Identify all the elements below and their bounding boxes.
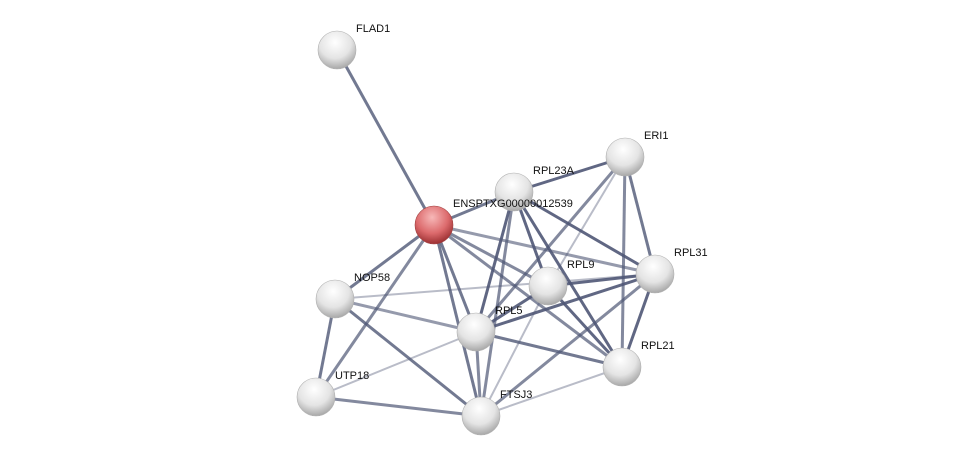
edge-ensptx-rpl21[interactable] bbox=[433, 223, 623, 369]
edge-ensptx-utp18[interactable] bbox=[314, 224, 436, 398]
node-flad1[interactable] bbox=[317, 30, 357, 70]
node-rpl9[interactable] bbox=[528, 266, 568, 306]
node-utp18[interactable] bbox=[296, 377, 336, 417]
node-rpl5[interactable] bbox=[456, 312, 496, 352]
node-label: NOP58 bbox=[354, 272, 390, 284]
edge-nop58-rpl5[interactable] bbox=[334, 297, 477, 334]
node-nop58[interactable] bbox=[315, 279, 355, 319]
edge-flad1-ensptx[interactable] bbox=[335, 49, 436, 226]
node-label: RPL21 bbox=[641, 340, 675, 352]
edge-rpl31-ftsj3[interactable] bbox=[480, 272, 656, 418]
edge-eri1-rpl21[interactable] bbox=[620, 156, 627, 368]
edge-ensptx-rpl9[interactable] bbox=[433, 223, 549, 288]
node-label: ENSPTXG00000012539 bbox=[453, 198, 573, 210]
node-rpl21[interactable] bbox=[602, 347, 642, 387]
edges-layer bbox=[314, 49, 657, 418]
edge-eri1-rpl9[interactable] bbox=[547, 156, 626, 287]
edge-rpl23a-ftsj3[interactable] bbox=[479, 191, 516, 417]
node-label: RPL31 bbox=[674, 247, 708, 259]
edge-rpl23a-rpl21[interactable] bbox=[512, 191, 624, 368]
node-label: UTP18 bbox=[335, 370, 369, 382]
edge-rpl9-ftsj3[interactable] bbox=[480, 285, 549, 417]
edge-rpl21-ftsj3[interactable] bbox=[480, 366, 623, 417]
edge-rpl23a-rpl31[interactable] bbox=[513, 190, 656, 276]
node-label: FTSJ3 bbox=[500, 389, 532, 401]
node-label: FLAD1 bbox=[356, 23, 390, 35]
edge-nop58-ftsj3[interactable] bbox=[334, 297, 482, 418]
node-ensptx[interactable] bbox=[414, 205, 454, 245]
edge-rpl31-nop58[interactable] bbox=[334, 273, 656, 300]
node-eri1[interactable] bbox=[605, 137, 645, 177]
edge-rpl23a-eri1[interactable] bbox=[513, 155, 626, 194]
node-rpl31[interactable] bbox=[635, 254, 675, 294]
node-rpl23a[interactable] bbox=[494, 172, 534, 212]
edge-eri1-rpl31[interactable] bbox=[623, 156, 657, 275]
edge-rpl23a-rpl5[interactable] bbox=[474, 191, 516, 333]
node-label: RPL5 bbox=[495, 305, 523, 317]
node-label: ERI1 bbox=[644, 130, 668, 142]
edge-ensptx-ftsj3[interactable] bbox=[432, 224, 483, 417]
node-label: RPL9 bbox=[567, 259, 595, 271]
edge-rpl5-rpl21[interactable] bbox=[475, 330, 623, 369]
edge-ensptx-nop58[interactable] bbox=[334, 223, 435, 301]
node-ftsj3[interactable] bbox=[461, 396, 501, 436]
edge-rpl5-utp18[interactable] bbox=[315, 331, 477, 398]
edge-utp18-ftsj3[interactable] bbox=[315, 395, 482, 418]
edge-eri1-rpl5[interactable] bbox=[474, 156, 627, 333]
nodes-layer bbox=[296, 30, 675, 436]
node-label: RPL23A bbox=[533, 165, 575, 177]
